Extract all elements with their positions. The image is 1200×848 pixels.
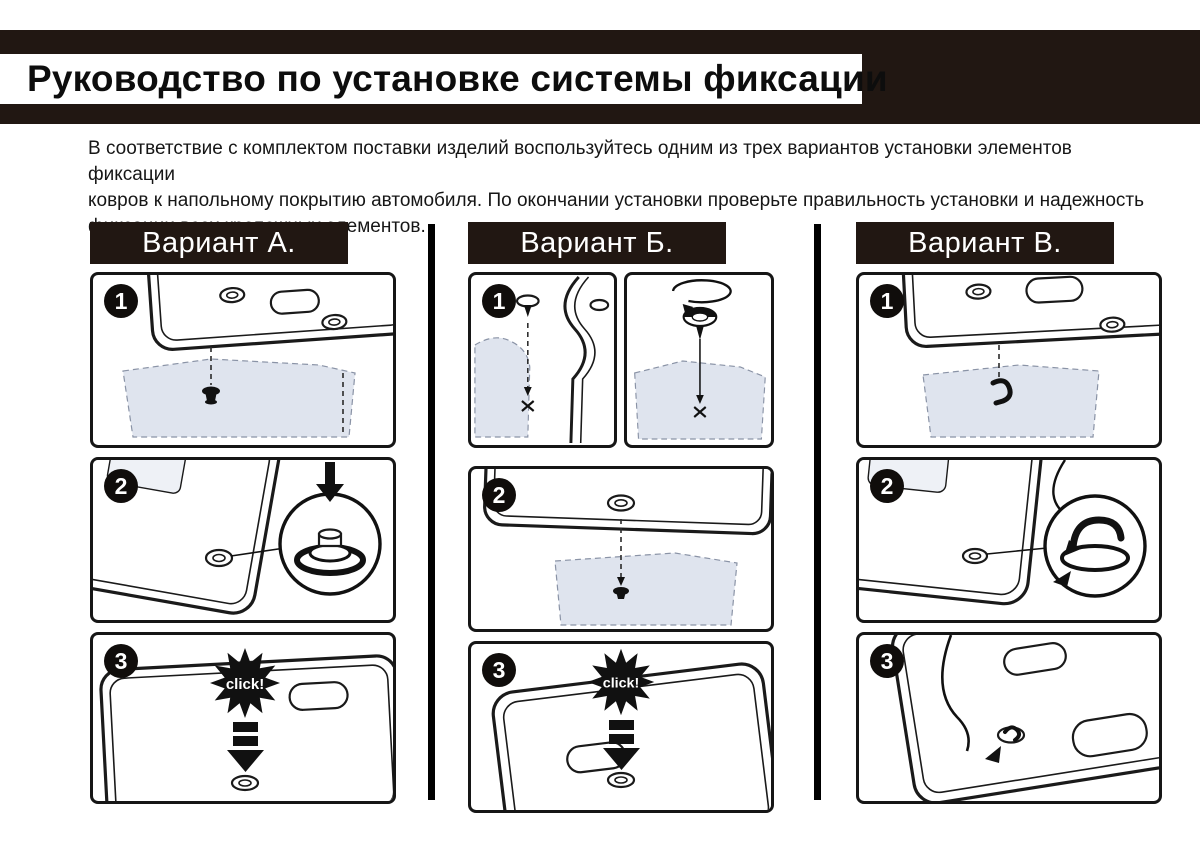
variant-b-step-3-illustration: click! bbox=[491, 648, 771, 810]
x-mark-icon bbox=[693, 406, 707, 418]
intro-paragraph: В соответствие с комплектом поставки изд… bbox=[88, 136, 1148, 240]
leader-line bbox=[986, 547, 1048, 555]
pin-icon bbox=[515, 294, 540, 317]
intro-line-1: В соответствие с комплектом поставки изд… bbox=[88, 138, 1072, 185]
arrowhead bbox=[617, 577, 625, 586]
variant-b-column: Вариант Б. 1 bbox=[468, 222, 774, 813]
variant-b-step-1-right-illustration bbox=[634, 279, 766, 440]
mat-slot bbox=[1003, 642, 1067, 676]
variant-c-label: Вариант В. bbox=[908, 226, 1062, 259]
column-divider bbox=[814, 224, 821, 800]
fastener-icon bbox=[961, 547, 989, 565]
fastener-icon bbox=[965, 283, 992, 300]
variant-c-step-2-illustration bbox=[859, 460, 1147, 606]
entry-arrow-icon bbox=[1053, 571, 1071, 587]
hook-icon bbox=[1003, 725, 1022, 742]
fastener-icon bbox=[204, 548, 234, 568]
mat-slot bbox=[1071, 712, 1148, 758]
pin-icon bbox=[682, 306, 718, 340]
variant-c-step-1-illustration bbox=[899, 275, 1159, 438]
mat-outline bbox=[899, 275, 1159, 349]
mat-outline bbox=[563, 275, 610, 444]
step-number-badge: 1 bbox=[104, 284, 138, 318]
arrowhead bbox=[696, 395, 704, 404]
carpet-area bbox=[922, 364, 1100, 438]
step-number-badge: 2 bbox=[482, 478, 516, 512]
carpet-area bbox=[474, 337, 531, 438]
down-arrow-icon bbox=[603, 720, 640, 770]
step-number-badge: 3 bbox=[870, 644, 904, 678]
variant-b-label: Вариант Б. bbox=[520, 226, 674, 259]
variant-c-header: Вариант В. bbox=[856, 222, 1114, 264]
variant-a-step-3-illustration: click! bbox=[99, 648, 393, 801]
step-number-badge: 2 bbox=[870, 469, 904, 503]
variant-a-header: Вариант А. bbox=[90, 222, 348, 264]
click-label: click! bbox=[226, 676, 264, 693]
hook-icon bbox=[990, 378, 1013, 406]
variant-c-column: Вариант В. 1 2 bbox=[856, 222, 1162, 804]
mat-outline bbox=[483, 469, 771, 536]
fastener-icon bbox=[219, 286, 246, 304]
mat-slot bbox=[288, 681, 349, 711]
entry-arrow-icon bbox=[985, 746, 1001, 763]
carpet-area bbox=[554, 552, 738, 626]
variant-b-step-1-row: 1 bbox=[468, 272, 774, 457]
mat-slot bbox=[269, 288, 320, 315]
variant-b-header: Вариант Б. bbox=[468, 222, 726, 264]
variant-c-step-1-panel: 1 bbox=[856, 272, 1162, 448]
step-number-badge: 1 bbox=[482, 284, 516, 318]
variant-b-step-2-illustration bbox=[483, 469, 771, 626]
variant-a-step-1-illustration bbox=[122, 275, 393, 438]
variant-b-step-1-left-illustration bbox=[474, 275, 610, 444]
x-mark-icon bbox=[521, 400, 535, 412]
step-number-badge: 3 bbox=[104, 644, 138, 678]
mat-outline bbox=[890, 635, 1159, 801]
down-arrow-icon bbox=[227, 722, 264, 772]
variant-b-step-2-panel: 2 bbox=[468, 466, 774, 632]
mat-slot bbox=[1025, 275, 1084, 304]
step-number-badge: 1 bbox=[870, 284, 904, 318]
click-label: click! bbox=[603, 676, 639, 692]
turn-arrow-icon bbox=[1069, 516, 1125, 552]
click-starburst: click! bbox=[210, 648, 280, 718]
leader-line bbox=[230, 547, 286, 557]
variant-c-step-2-panel: 2 bbox=[856, 457, 1162, 623]
step-number-badge: 2 bbox=[104, 469, 138, 503]
intro-line-2: ковров к напольному покрытию автомобиля.… bbox=[88, 190, 1144, 211]
carpet-area bbox=[122, 358, 356, 438]
variant-c-step-3-illustration bbox=[890, 635, 1159, 801]
column-divider bbox=[428, 224, 435, 800]
step-number-badge: 3 bbox=[482, 653, 516, 687]
fastener-icon bbox=[230, 774, 260, 792]
variant-a-label: Вариант А. bbox=[142, 226, 296, 259]
variant-a-column: Вариант А. 1 bbox=[90, 222, 396, 804]
variant-a-step-1-panel: 1 bbox=[90, 272, 396, 448]
zoom-circle bbox=[1043, 494, 1147, 598]
fastener-icon bbox=[606, 494, 636, 512]
variant-a-step-2-panel: 2 bbox=[90, 457, 396, 623]
variant-b-step-1-right-panel bbox=[624, 272, 774, 448]
mat-outline bbox=[144, 275, 393, 351]
click-starburst: click! bbox=[587, 648, 655, 716]
stud-icon bbox=[202, 386, 220, 405]
title-box: Руководство по установке системы фиксаци… bbox=[0, 54, 888, 104]
fastener-icon bbox=[589, 298, 610, 312]
variant-a-step-2-illustration bbox=[93, 460, 382, 615]
down-arrow-icon bbox=[316, 462, 344, 502]
strap-line bbox=[941, 635, 970, 752]
fastener-icon bbox=[1099, 316, 1126, 333]
fastener-icon bbox=[606, 771, 636, 789]
variant-b-step-3-panel: 3 click! bbox=[468, 641, 774, 813]
variant-a-step-3-panel: 3 click! bbox=[90, 632, 396, 804]
stud-icon bbox=[613, 587, 629, 599]
fastener-icon bbox=[321, 313, 348, 331]
zoom-circle bbox=[278, 492, 382, 596]
variant-b-step-1-left-panel: 1 bbox=[468, 272, 617, 448]
page-title: Руководство по установке системы фиксаци… bbox=[27, 58, 888, 99]
arrowhead bbox=[523, 387, 532, 396]
variant-c-step-3-panel: 3 bbox=[856, 632, 1162, 804]
